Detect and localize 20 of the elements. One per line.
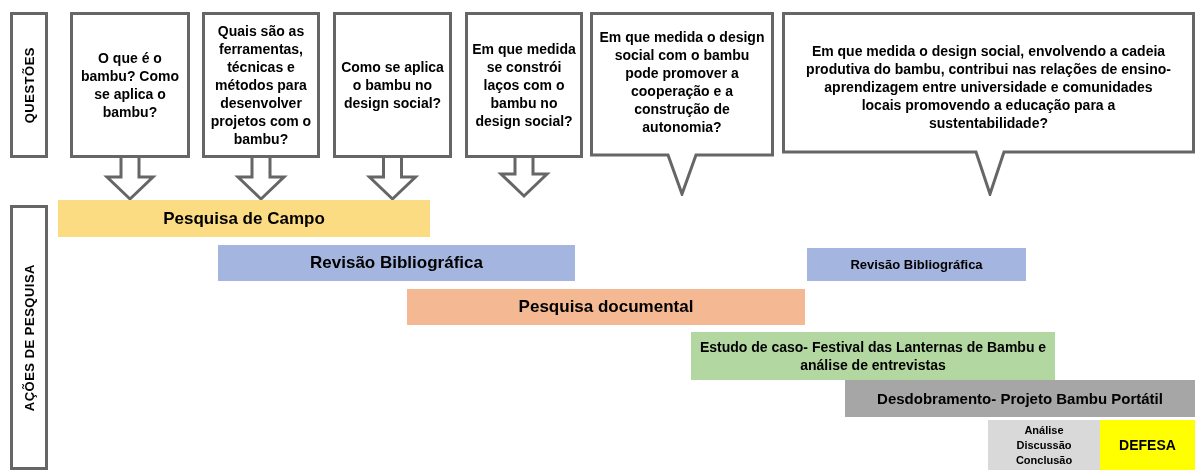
question-box: O que é o bambu? Como se aplica o bambu? (70, 12, 190, 158)
timeline-bar: Estudo de caso- Festival das Lanternas de Bambu e análise de entrevistas (691, 332, 1055, 380)
question-box: Em que medida se constrói laços com o bambu no design social? (465, 12, 583, 158)
block-arrow (497, 155, 551, 199)
question-callout: Em que medida o design social com o bambu pode promover a cooperação e a construção de autonomia? (590, 12, 774, 196)
timeline-bar: Desdobramento- Projeto Bambu Portátil (845, 380, 1195, 417)
timeline-bar: Pesquisa de Campo (58, 200, 430, 237)
timeline-bar: Revisão Bibliográfica (807, 248, 1026, 281)
block-arrow (103, 155, 157, 202)
question-callout: Em que medida o design social, envolvendo a cadeia produtiva do bambu, contribui nas relações de ensino-aprendizagem entre universidade e comunidades locais promovendo a educação para a sustentabilidade? (782, 12, 1195, 196)
timeline-bar: Pesquisa documental (407, 289, 805, 325)
block-arrow (365, 155, 420, 202)
question-box: Como se aplica o bambu no design social? (333, 12, 452, 158)
timeline-bar: Revisão Bibliográfica (218, 245, 575, 281)
section-label: AÇÕES DE PESQUISA (10, 205, 48, 470)
section-label: QUESTÕES (10, 12, 48, 158)
block-arrow (234, 155, 288, 202)
question-box: Quais são as ferramentas, técnicas e métodos para desenvolver projetos com o bambu? (202, 12, 320, 158)
timeline-bar: Análise Discussão Conclusão (988, 420, 1100, 470)
timeline-bar: DEFESA (1100, 420, 1195, 470)
